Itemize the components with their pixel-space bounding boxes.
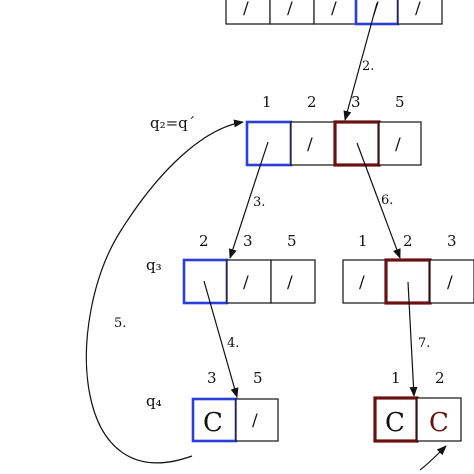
arrow-step-5 bbox=[85, 119, 244, 464]
q3-cell-highlighted bbox=[182, 258, 229, 305]
q4-cell bbox=[235, 398, 279, 442]
right-middle-cell bbox=[429, 259, 474, 304]
right-bottom-cell-value: C bbox=[385, 408, 405, 438]
top-node-cell bbox=[313, 0, 357, 25]
arrow-step-3 bbox=[229, 141, 269, 259]
q2-key: 5 bbox=[395, 93, 405, 111]
q3-node: q₃ 2 3 5 / / bbox=[146, 232, 316, 305]
right-middle-key: 2 bbox=[403, 232, 413, 250]
q3-cell bbox=[226, 259, 272, 304]
right-bottom-node: 1 2 C C bbox=[373, 369, 462, 443]
q4-label: q₄ bbox=[146, 392, 162, 410]
q2-node: q₂=q´ 1 2 3 5 / / bbox=[150, 93, 422, 167]
arrow-step-7 bbox=[407, 281, 418, 397]
q2-key: 1 bbox=[262, 93, 272, 111]
top-node: / / / / / bbox=[225, 0, 443, 26]
arrow-step-6 bbox=[356, 142, 401, 259]
step-label: 5. bbox=[114, 316, 126, 331]
arrow-step-4 bbox=[203, 280, 239, 398]
q2-key: 3 bbox=[351, 93, 361, 111]
right-middle-node: 1 2 3 / / bbox=[342, 232, 474, 305]
q3-cell bbox=[270, 259, 316, 304]
top-node-cell-value: / bbox=[243, 0, 249, 19]
right-middle-key: 1 bbox=[358, 232, 368, 250]
right-bottom-cell-value: C bbox=[429, 408, 449, 438]
q2-cell bbox=[378, 121, 422, 166]
step-label: 2. bbox=[362, 59, 374, 74]
q3-cell-value: / bbox=[243, 273, 249, 293]
q3-key: 2 bbox=[199, 232, 209, 250]
right-middle-cell-value: / bbox=[447, 273, 453, 293]
q2-cell bbox=[290, 121, 336, 166]
q2-cell-highlighted bbox=[245, 120, 293, 167]
right-middle-cell-selected bbox=[384, 258, 432, 305]
q4-cell-value: / bbox=[252, 411, 258, 431]
q2-cell-value: / bbox=[307, 135, 313, 155]
q2-key: 2 bbox=[307, 93, 317, 111]
top-node-cell-value: / bbox=[287, 0, 293, 19]
right-middle-cell-value: / bbox=[359, 273, 365, 293]
arrow-step-2 bbox=[343, 2, 378, 121]
q4-cell-value: C bbox=[203, 408, 223, 438]
top-node-cell-value: / bbox=[415, 0, 421, 19]
q3-label: q₃ bbox=[146, 256, 162, 274]
q3-key: 3 bbox=[243, 232, 253, 250]
q4-key: 3 bbox=[207, 369, 217, 387]
top-node-cell bbox=[397, 0, 443, 25]
step-label: 3. bbox=[253, 195, 265, 210]
right-bottom-cell bbox=[416, 397, 462, 442]
step-label: 6. bbox=[381, 193, 393, 208]
top-node-cell bbox=[269, 0, 315, 25]
right-bottom-key: 2 bbox=[435, 369, 445, 387]
step-label: 7. bbox=[418, 336, 430, 351]
q3-cell-value: / bbox=[287, 273, 293, 293]
q3-key: 5 bbox=[287, 232, 297, 250]
top-node-cell-value: / bbox=[373, 0, 379, 19]
right-middle-key: 3 bbox=[447, 232, 457, 250]
top-node-cell-value: / bbox=[331, 0, 337, 19]
q2-label: q₂=q´ bbox=[150, 114, 195, 132]
top-node-cell bbox=[225, 0, 271, 25]
q2-cell-value: / bbox=[395, 135, 401, 155]
arrow-loop bbox=[419, 445, 447, 471]
q4-node: q₄ 3 5 C / bbox=[146, 369, 279, 443]
q4-key: 5 bbox=[253, 369, 263, 387]
right-bottom-key: 1 bbox=[391, 369, 401, 387]
step-label: 4. bbox=[227, 336, 239, 351]
